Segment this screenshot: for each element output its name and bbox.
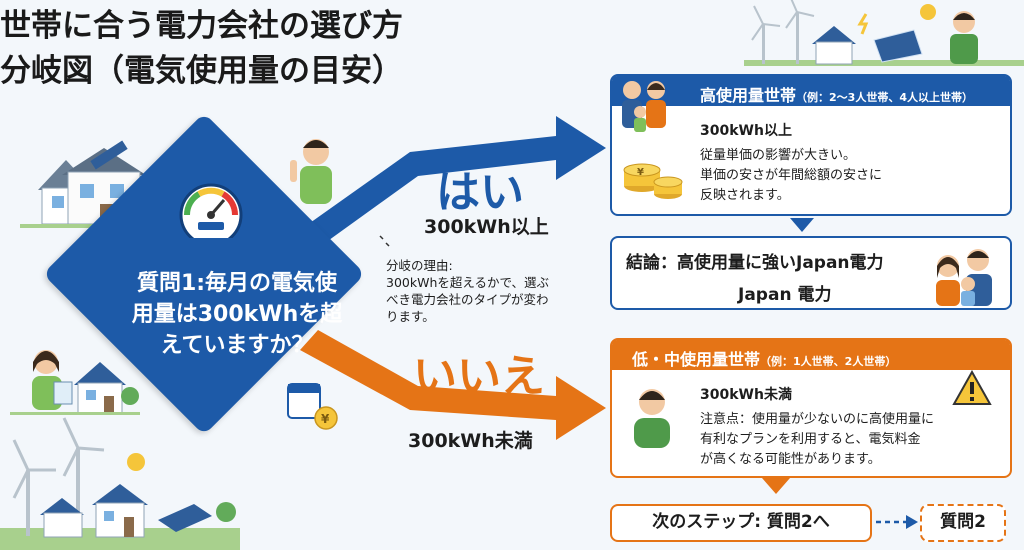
calendar-yen-icon: ¥	[287, 383, 338, 430]
low-usage-note: （例：1人世帯、2人世帯）	[760, 355, 897, 368]
high-usage-heading: 300kWh以上	[700, 123, 792, 139]
no-arrow	[300, 330, 606, 440]
yes-condition: 300kWh以上	[424, 216, 549, 238]
high-usage-body: 従量単価の影響が大きい。 単価の安さが年間総額の安さに 反映されます。	[700, 146, 882, 206]
reason-line: 300kWhを超えるかで、選ぶ	[386, 275, 550, 290]
coin-stack-icon: ¥	[623, 163, 683, 199]
down-arrow-blue	[790, 218, 814, 232]
woman-illustration	[32, 350, 73, 410]
low-usage-body-line: が高くなる可能性があります。	[700, 452, 881, 467]
reason-line: ります。	[386, 309, 435, 324]
question-line: 質問1:毎月の電気使	[136, 271, 338, 296]
page-title-line1: 世帯に合う電力会社の選び方	[0, 8, 403, 44]
high-usage-note: （例：2〜3人世帯、4人以上世帯）	[796, 91, 973, 104]
low-usage-box: 低・中使用量世帯（例：1人世帯、2人世帯） 300kWh未満 注意点：使用量が少…	[610, 338, 1012, 478]
yes-arrow	[300, 116, 606, 248]
family-illustration	[936, 249, 992, 306]
question-text: 質問1:毎月の電気使 用量は300kWhを超 えていますか？	[92, 268, 382, 361]
question-line: えていますか？	[160, 333, 314, 358]
down-arrow-orange	[762, 478, 790, 494]
single-person-illustration	[634, 389, 670, 448]
reason-line: べき電力会社のタイプが変わ	[386, 292, 549, 307]
svg-text:¥: ¥	[321, 412, 330, 426]
low-usage-title: 低・中使用量世帯	[632, 350, 761, 369]
svg-text:¥: ¥	[637, 167, 644, 178]
low-usage-body-line: 注意点：使用量が少ないのに高使用量に	[700, 412, 935, 427]
high-usage-body-line: 従量単価の影響が大きい。	[700, 148, 857, 163]
high-usage-body-line: 単価の安さが年間総額の安さに	[700, 168, 883, 183]
family-coins-illustration: ¥	[622, 81, 683, 199]
reason-line: 分岐の理由:	[386, 258, 453, 273]
low-usage-header: 低・中使用量世帯（例：1人世帯、2人世帯）	[612, 340, 1010, 370]
high-usage-body-line: 反映されます。	[700, 188, 790, 203]
question2-link[interactable]: 質問2	[920, 504, 1006, 542]
branch-reason: 分岐の理由: 300kWhを超えるかで、選ぶ べき電力会社のタイプが変わ ります…	[386, 257, 596, 325]
page-title-line2: 分岐図（電気使用量の目安）	[0, 53, 403, 89]
next-step-button[interactable]: 次のステップ: 質問2へ	[610, 504, 872, 542]
warning-icon	[952, 370, 992, 405]
low-usage-heading: 300kWh未満	[700, 387, 792, 403]
windmill-town-illustration	[0, 417, 240, 550]
no-label: いいえ	[413, 351, 545, 402]
gauge-icon	[179, 183, 243, 238]
house-illustration-mid-left	[10, 362, 140, 415]
high-usage-title: 高使用量世帯	[700, 86, 797, 105]
no-condition: 300kWh未満	[408, 430, 533, 452]
man-illustration	[290, 139, 332, 204]
yes-label: はい	[436, 167, 524, 218]
low-usage-body: 注意点：使用量が少ないのに高使用量に 有利なプランを利用すると、電気料金 が高く…	[700, 410, 934, 470]
question-line: 用量は300kWhを超	[131, 302, 343, 327]
conclusion-line2: Japan 電力	[738, 285, 832, 305]
conclusion-line1: 結論：高使用量に強いJapan電力	[626, 253, 884, 273]
high-usage-box: 高使用量世帯（例：2〜3人世帯、4人以上世帯） 300kWh以上 従量単価の影響…	[610, 74, 1012, 216]
solar-house-illustration	[744, 0, 1024, 66]
high-usage-header: 高使用量世帯（例：2〜3人世帯、4人以上世帯）	[612, 76, 1010, 106]
low-usage-body-line: 有利なプランを利用すると、電気料金	[700, 432, 921, 447]
